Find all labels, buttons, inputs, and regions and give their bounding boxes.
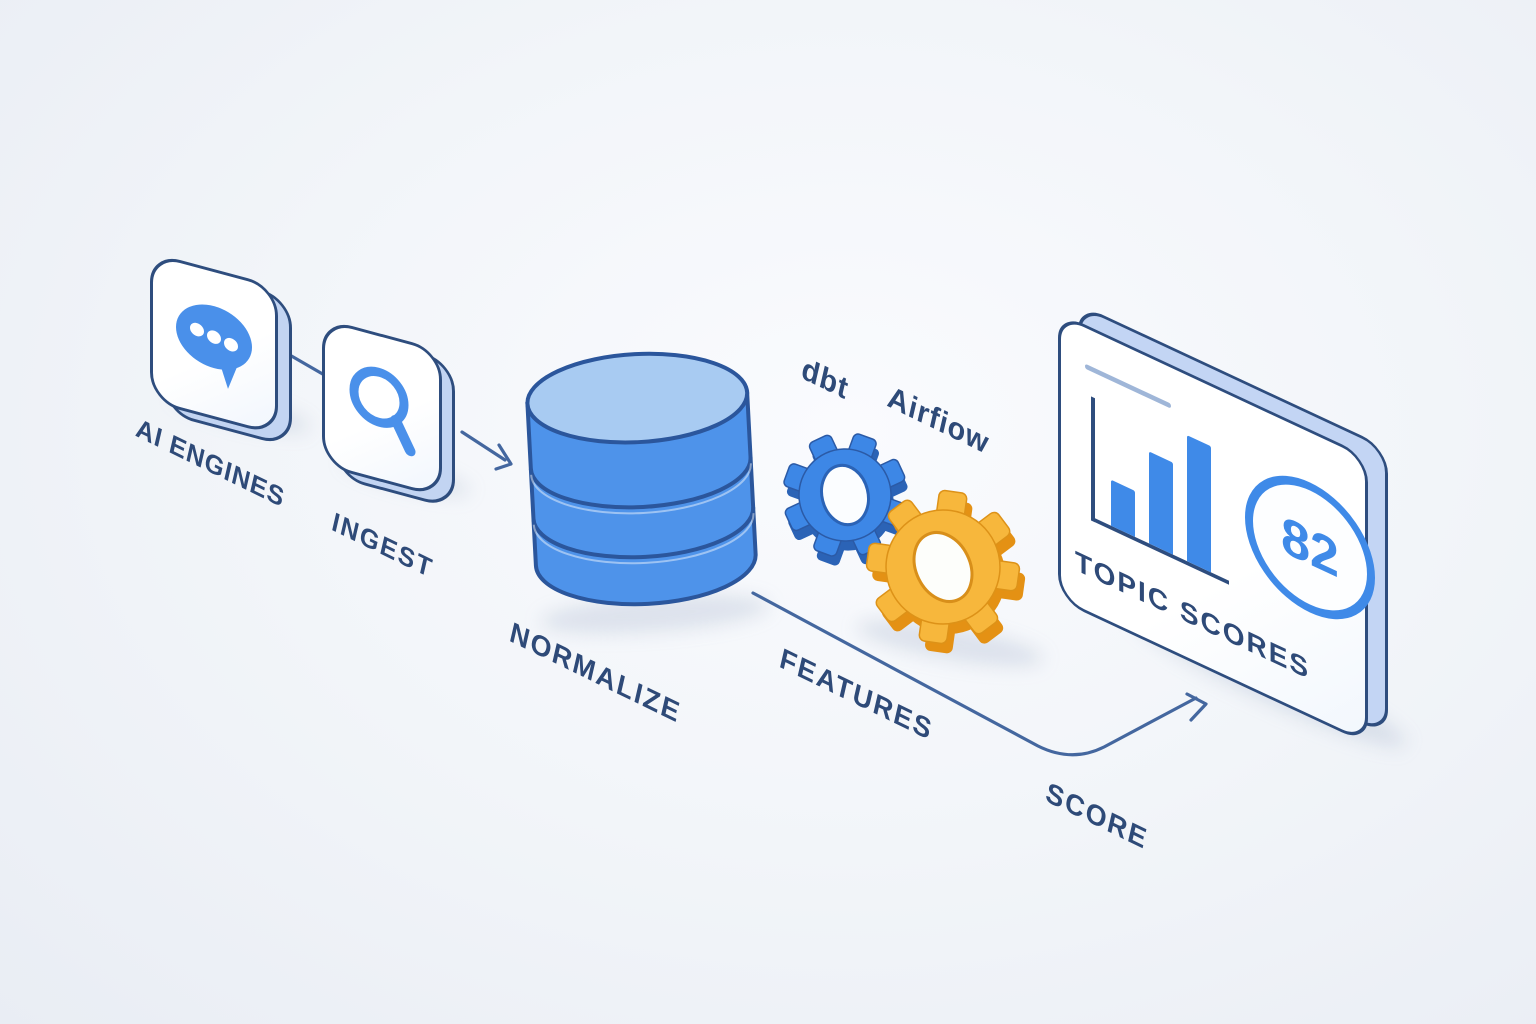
box-face xyxy=(150,252,278,437)
chart-bar-2 xyxy=(1149,451,1173,555)
dbt-gear-icon xyxy=(783,433,909,566)
connector-ingest-to-db xyxy=(460,430,507,462)
airflow-gear-icon xyxy=(865,489,1026,654)
search-icon xyxy=(349,366,416,457)
ingest-arrowhead-icon xyxy=(494,443,513,471)
connector-features-score xyxy=(751,591,1198,757)
box-face xyxy=(322,318,442,499)
score-badge: 82 xyxy=(1245,452,1375,643)
bar-chart-icon xyxy=(1091,396,1229,585)
chart-bar-1 xyxy=(1111,479,1135,537)
database-icon xyxy=(525,351,758,607)
score-badge-value: 82 xyxy=(1281,505,1339,590)
ingest-node xyxy=(322,318,455,510)
score-arrowhead-icon xyxy=(1185,692,1208,722)
ai-engines-node xyxy=(150,252,292,449)
chart-bar-3 xyxy=(1187,435,1211,573)
chat-bubble-icon xyxy=(176,304,252,389)
gears-group xyxy=(783,433,1026,654)
